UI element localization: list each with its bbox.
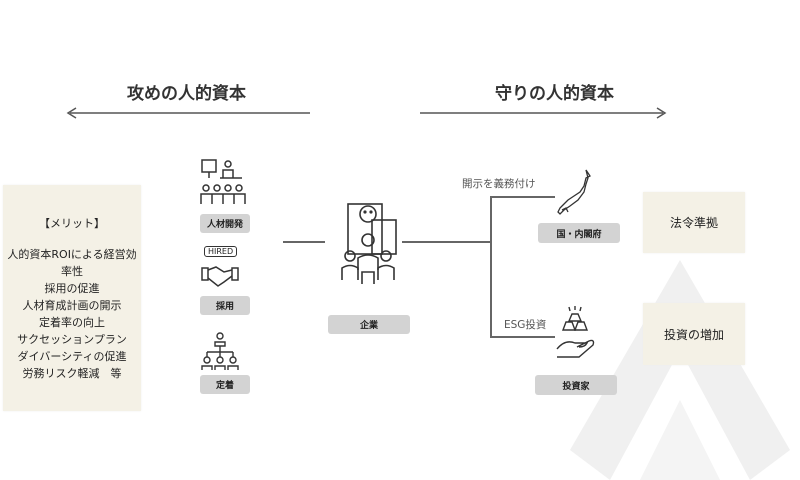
merit-item: 人的資本ROIによる経営効率性 [7, 247, 137, 278]
merit-heading: 【メリット】 [39, 216, 105, 230]
defense-title: 守りの人的資本 [495, 84, 614, 104]
label-retention: 定着 [200, 375, 250, 394]
watermark-logo [570, 260, 790, 480]
branch-line [490, 196, 492, 337]
label-development: 人材開発 [200, 214, 250, 233]
org-chart-icon [201, 332, 239, 370]
merit-item: 定着率の向上 [39, 315, 105, 329]
connector-line [283, 241, 325, 243]
label-investors: 投資家 [535, 375, 617, 395]
merit-item: 人材育成計画の開示 [22, 298, 122, 312]
esg-text: ESG投資 [504, 319, 547, 331]
handshake-icon [201, 266, 239, 287]
label-hiring: 採用 [200, 296, 250, 315]
outcome-compliance: 法令準拠 [643, 192, 745, 253]
merit-item: 労務リスク軽減 等 [22, 366, 122, 380]
hired-sign: HIRED [204, 246, 238, 257]
disclosure-text: 開示を義務付け [462, 178, 536, 190]
merit-item: 採用の促進 [44, 281, 100, 295]
label-company: 企業 [328, 315, 410, 334]
japan-map-icon [557, 169, 591, 215]
label-government: 国・内閣府 [538, 223, 620, 243]
merit-item: ダイバーシティの促進 [17, 349, 127, 363]
merit-box: 【メリット】 人的資本ROIによる経営効率性 採用の促進 人材育成計画の開示 定… [3, 185, 141, 411]
training-icon [200, 159, 246, 204]
branch-line [490, 336, 555, 338]
investment-icon [556, 306, 595, 358]
connector-line [402, 241, 490, 243]
merit-item: サクセッションプラン [17, 332, 127, 346]
offense-title: 攻めの人的資本 [127, 84, 246, 104]
direction-arrows [66, 107, 667, 119]
outcome-investment: 投資の増加 [643, 303, 745, 365]
branch-line [490, 196, 555, 198]
company-icon [341, 203, 397, 284]
